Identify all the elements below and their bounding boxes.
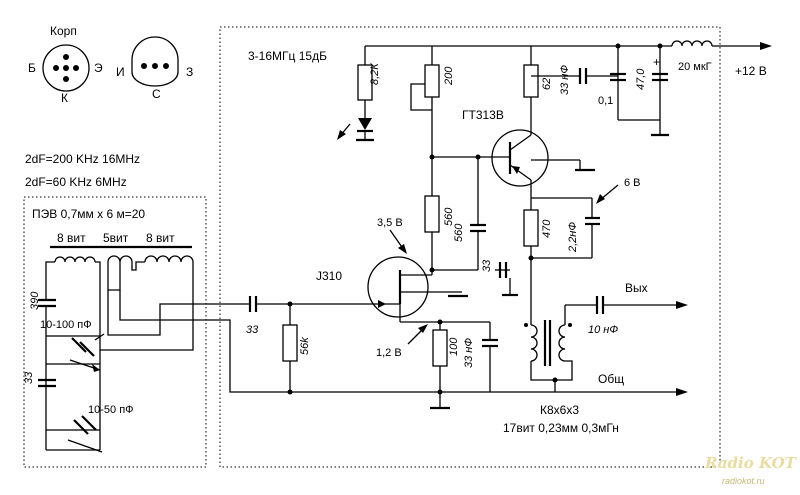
wire-spec: ПЭВ 0,7мм x 6 м=20	[32, 207, 145, 221]
supply-label: +12 В	[735, 64, 767, 78]
pin-gate-label: З	[186, 65, 193, 79]
resistor-200	[424, 64, 440, 98]
jfet-pinout: И З С	[116, 36, 193, 101]
r-62-label: 62	[541, 78, 553, 90]
supply-arrow	[760, 42, 772, 50]
resistor-62	[523, 64, 539, 98]
c-0-1-label: 0,1	[598, 95, 613, 107]
transformer-primary	[530, 324, 538, 362]
r-8k2-label: 8,2К	[369, 63, 381, 85]
coil-mid-turns: 5вит	[103, 231, 129, 245]
polarity-plus-mark: +	[653, 55, 660, 69]
resistor-100	[432, 329, 448, 367]
c-33-src-label: 33	[481, 259, 493, 272]
coil-right-turns: 8 вит	[146, 231, 175, 245]
c-2-2nf-label: 2,2нФ	[567, 222, 579, 253]
r-560-label: 560	[443, 207, 455, 226]
pin-emitter-label: Э	[94, 61, 103, 75]
r-200-label: 200	[443, 66, 455, 86]
c-33nf-top-label: 33 нФ	[559, 65, 571, 95]
input-tank-box	[23, 196, 207, 468]
jfet-body	[367, 256, 429, 318]
r-56k-label: 56k	[299, 337, 311, 355]
v-bjt-label: 6 В	[624, 177, 641, 189]
note-line-2: 2dF=60 KHz 6MHz	[25, 175, 127, 189]
note-line-1: 2dF=200 KHz 16MHz	[25, 152, 140, 166]
resistor-56k	[282, 324, 298, 362]
pin-drain-label: С	[152, 87, 161, 101]
pin-collector-label: К	[61, 91, 68, 105]
c-33nf-src-label: 33 нФ	[463, 338, 475, 368]
choke-coil	[671, 40, 713, 47]
watermark-logo: Radio KOT	[704, 454, 798, 472]
trimmer-2-label: 10-50 пФ	[88, 404, 134, 416]
v-3-5-label: 3,5 В	[377, 217, 403, 229]
transformer-winding: 17вит 0,23мм 0,3мГн	[503, 421, 619, 435]
output-arrow	[676, 301, 688, 309]
amplifier-box	[219, 26, 721, 468]
resistor-560	[424, 195, 440, 233]
r-100-label: 100	[448, 337, 460, 356]
jfet-label: J310	[316, 269, 342, 283]
bjt-label: ГТ313В	[462, 108, 504, 122]
coil-left-turns: 8 вит	[57, 231, 86, 245]
bjt-body	[491, 129, 549, 187]
coil-left	[54, 256, 96, 263]
c-47-label: 47,0	[635, 68, 647, 90]
c-560-label: 560	[453, 223, 465, 242]
pin-base-label: Б	[28, 61, 36, 75]
input-tank: ПЭВ 0,7мм x 6 м=20 8 вит 5вит 8 вит 390 …	[23, 207, 540, 453]
resistor-470	[523, 209, 539, 247]
cap-33-tank-label: 33	[23, 371, 35, 384]
amp-header: 3-16МГц 15дБ	[248, 49, 327, 63]
bjt-pinout: Корп Б Э К	[28, 24, 103, 105]
trimmer-1-label: 10-100 пФ	[40, 319, 92, 331]
pin-case-label: Корп	[50, 24, 77, 38]
v-1-2-label: 1,2 В	[376, 347, 402, 359]
pin-source-label: И	[116, 65, 125, 79]
led-diode	[358, 118, 372, 130]
c-10nf-label: 10 нФ	[588, 324, 618, 336]
r-470-label: 470	[541, 219, 553, 238]
transformer-core: К8х6х3	[540, 403, 579, 417]
c-33-in-label: 33	[246, 324, 259, 336]
output-label: Вых	[625, 281, 648, 295]
choke-label: 20 мкГ	[678, 61, 712, 73]
watermark: Radio KOT radiokot.ru	[704, 454, 798, 486]
coil-mid	[107, 255, 133, 263]
watermark-url: radiokot.ru	[722, 476, 765, 486]
gnd-label: Общ	[598, 372, 624, 386]
cap-390-label: 390	[29, 291, 41, 310]
transformer-secondary	[558, 324, 566, 362]
coil-right	[144, 255, 194, 263]
gnd-arrow	[676, 388, 688, 396]
amplifier: 3-16МГц 15дБ 20 мкГ +12 В 8,2К 200 62	[246, 40, 772, 435]
